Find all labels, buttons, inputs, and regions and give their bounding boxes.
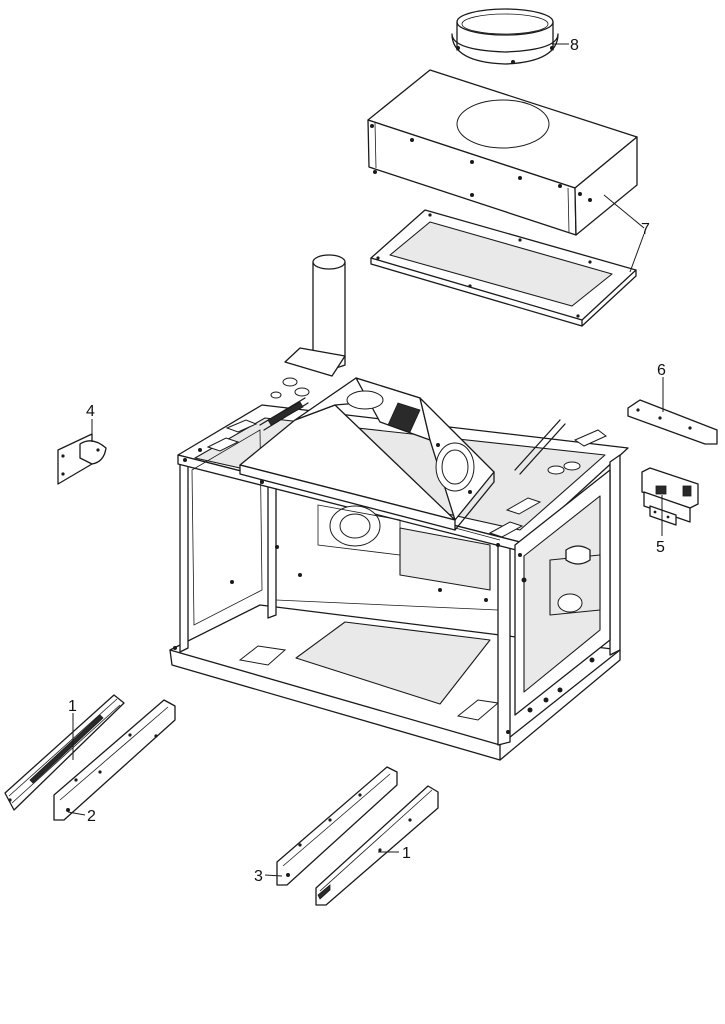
callout-labels: 8 7 6 5 4 1 2 3 1 bbox=[68, 37, 666, 885]
main-chassis-frame bbox=[169, 254, 629, 761]
callout-8: 8 bbox=[570, 37, 579, 54]
callout-6: 6 bbox=[657, 362, 666, 379]
callout-leader-lines bbox=[67, 43, 664, 877]
callout-5: 5 bbox=[656, 539, 665, 556]
part-4-corner-bracket bbox=[57, 433, 107, 485]
part-6-mounting-strip bbox=[627, 399, 718, 445]
callout-1-right: 1 bbox=[402, 845, 411, 862]
callout-3: 3 bbox=[254, 868, 263, 885]
callout-1-left: 1 bbox=[68, 698, 77, 715]
callout-2: 2 bbox=[87, 808, 96, 825]
callout-4: 4 bbox=[86, 403, 95, 420]
part-5-terminal-block bbox=[641, 467, 699, 526]
callout-7: 7 bbox=[641, 221, 650, 238]
part-2-mounting-rail bbox=[53, 699, 176, 821]
part-7-transition-box bbox=[367, 69, 638, 236]
part-1-slide-rail-right bbox=[315, 785, 439, 906]
part-8-duct-collar bbox=[451, 8, 559, 65]
part-3-mounting-rail bbox=[276, 766, 398, 886]
part-7-flange-gasket bbox=[370, 209, 637, 327]
part-1-slide-rail-left bbox=[4, 694, 125, 811]
